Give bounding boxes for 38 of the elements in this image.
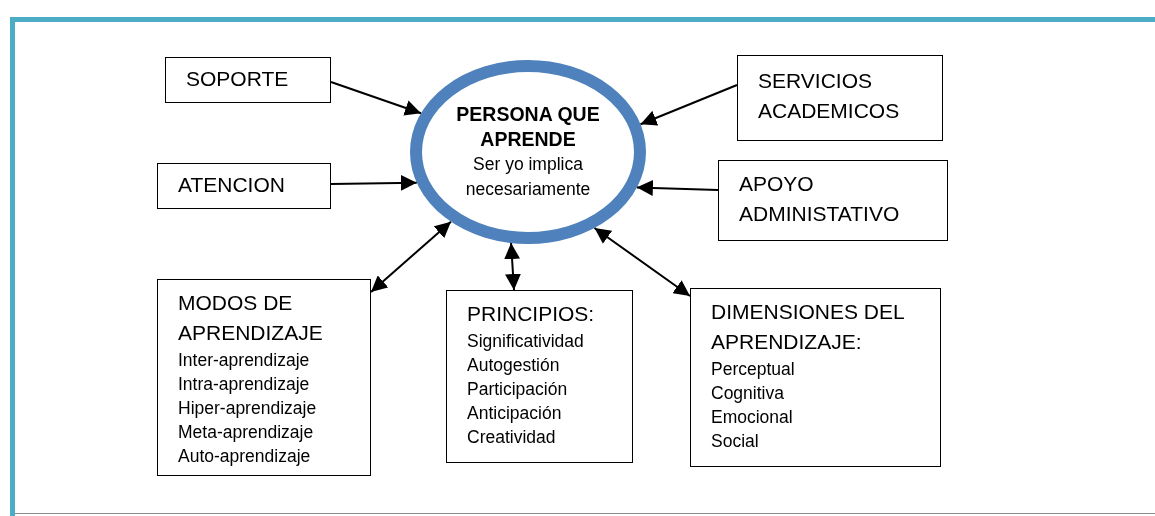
ellipse-subtitle: Ser yo implica necesariamente xyxy=(464,153,592,201)
arrow xyxy=(330,81,422,116)
concept-box xyxy=(165,57,331,103)
arrow xyxy=(330,174,418,191)
concept-box xyxy=(157,163,331,209)
box-heading: SERVICIOS ACADEMICOS xyxy=(758,68,901,124)
concept-box xyxy=(157,279,371,476)
list-item: Perceptual xyxy=(711,358,796,381)
list-item: Meta-aprendizaje xyxy=(178,421,315,444)
box-heading: SOPORTE xyxy=(186,66,290,92)
box-heading: MODOS DE APRENDIZAJE xyxy=(178,290,324,346)
list-item: Hiper-aprendizaje xyxy=(178,397,318,420)
box-heading: APOYO ADMINISTATIVO xyxy=(739,171,901,227)
concept-box xyxy=(718,160,948,241)
arrow xyxy=(370,220,452,293)
ellipse-title: PERSONA QUE APRENDE xyxy=(455,102,601,152)
box-heading: DIMENSIONES DEL APRENDIZAJE: xyxy=(711,299,905,355)
list-item: Cognitiva xyxy=(711,382,785,405)
list-item: Participación xyxy=(467,378,569,401)
arrow xyxy=(504,242,521,291)
list-item: Social xyxy=(711,430,760,453)
box-heading: ATENCION xyxy=(178,172,286,198)
list-item: Intra-aprendizaje xyxy=(178,373,311,396)
arrow xyxy=(639,84,738,126)
arrow xyxy=(635,179,719,196)
arrow xyxy=(593,227,691,297)
box-heading: PRINCIPIOS: xyxy=(467,301,596,327)
concept-box xyxy=(737,55,943,141)
list-item: Anticipación xyxy=(467,402,563,425)
central-ellipse xyxy=(410,60,646,244)
list-item: Emocional xyxy=(711,406,794,429)
list-item: Autogestión xyxy=(467,354,561,377)
list-item: Inter-aprendizaje xyxy=(178,349,311,372)
list-item: Auto-aprendizaje xyxy=(178,445,312,468)
list-item: Creatividad xyxy=(467,426,557,449)
concept-box xyxy=(690,288,941,467)
concept-box xyxy=(446,290,633,463)
list-item: Significatividad xyxy=(467,330,585,353)
